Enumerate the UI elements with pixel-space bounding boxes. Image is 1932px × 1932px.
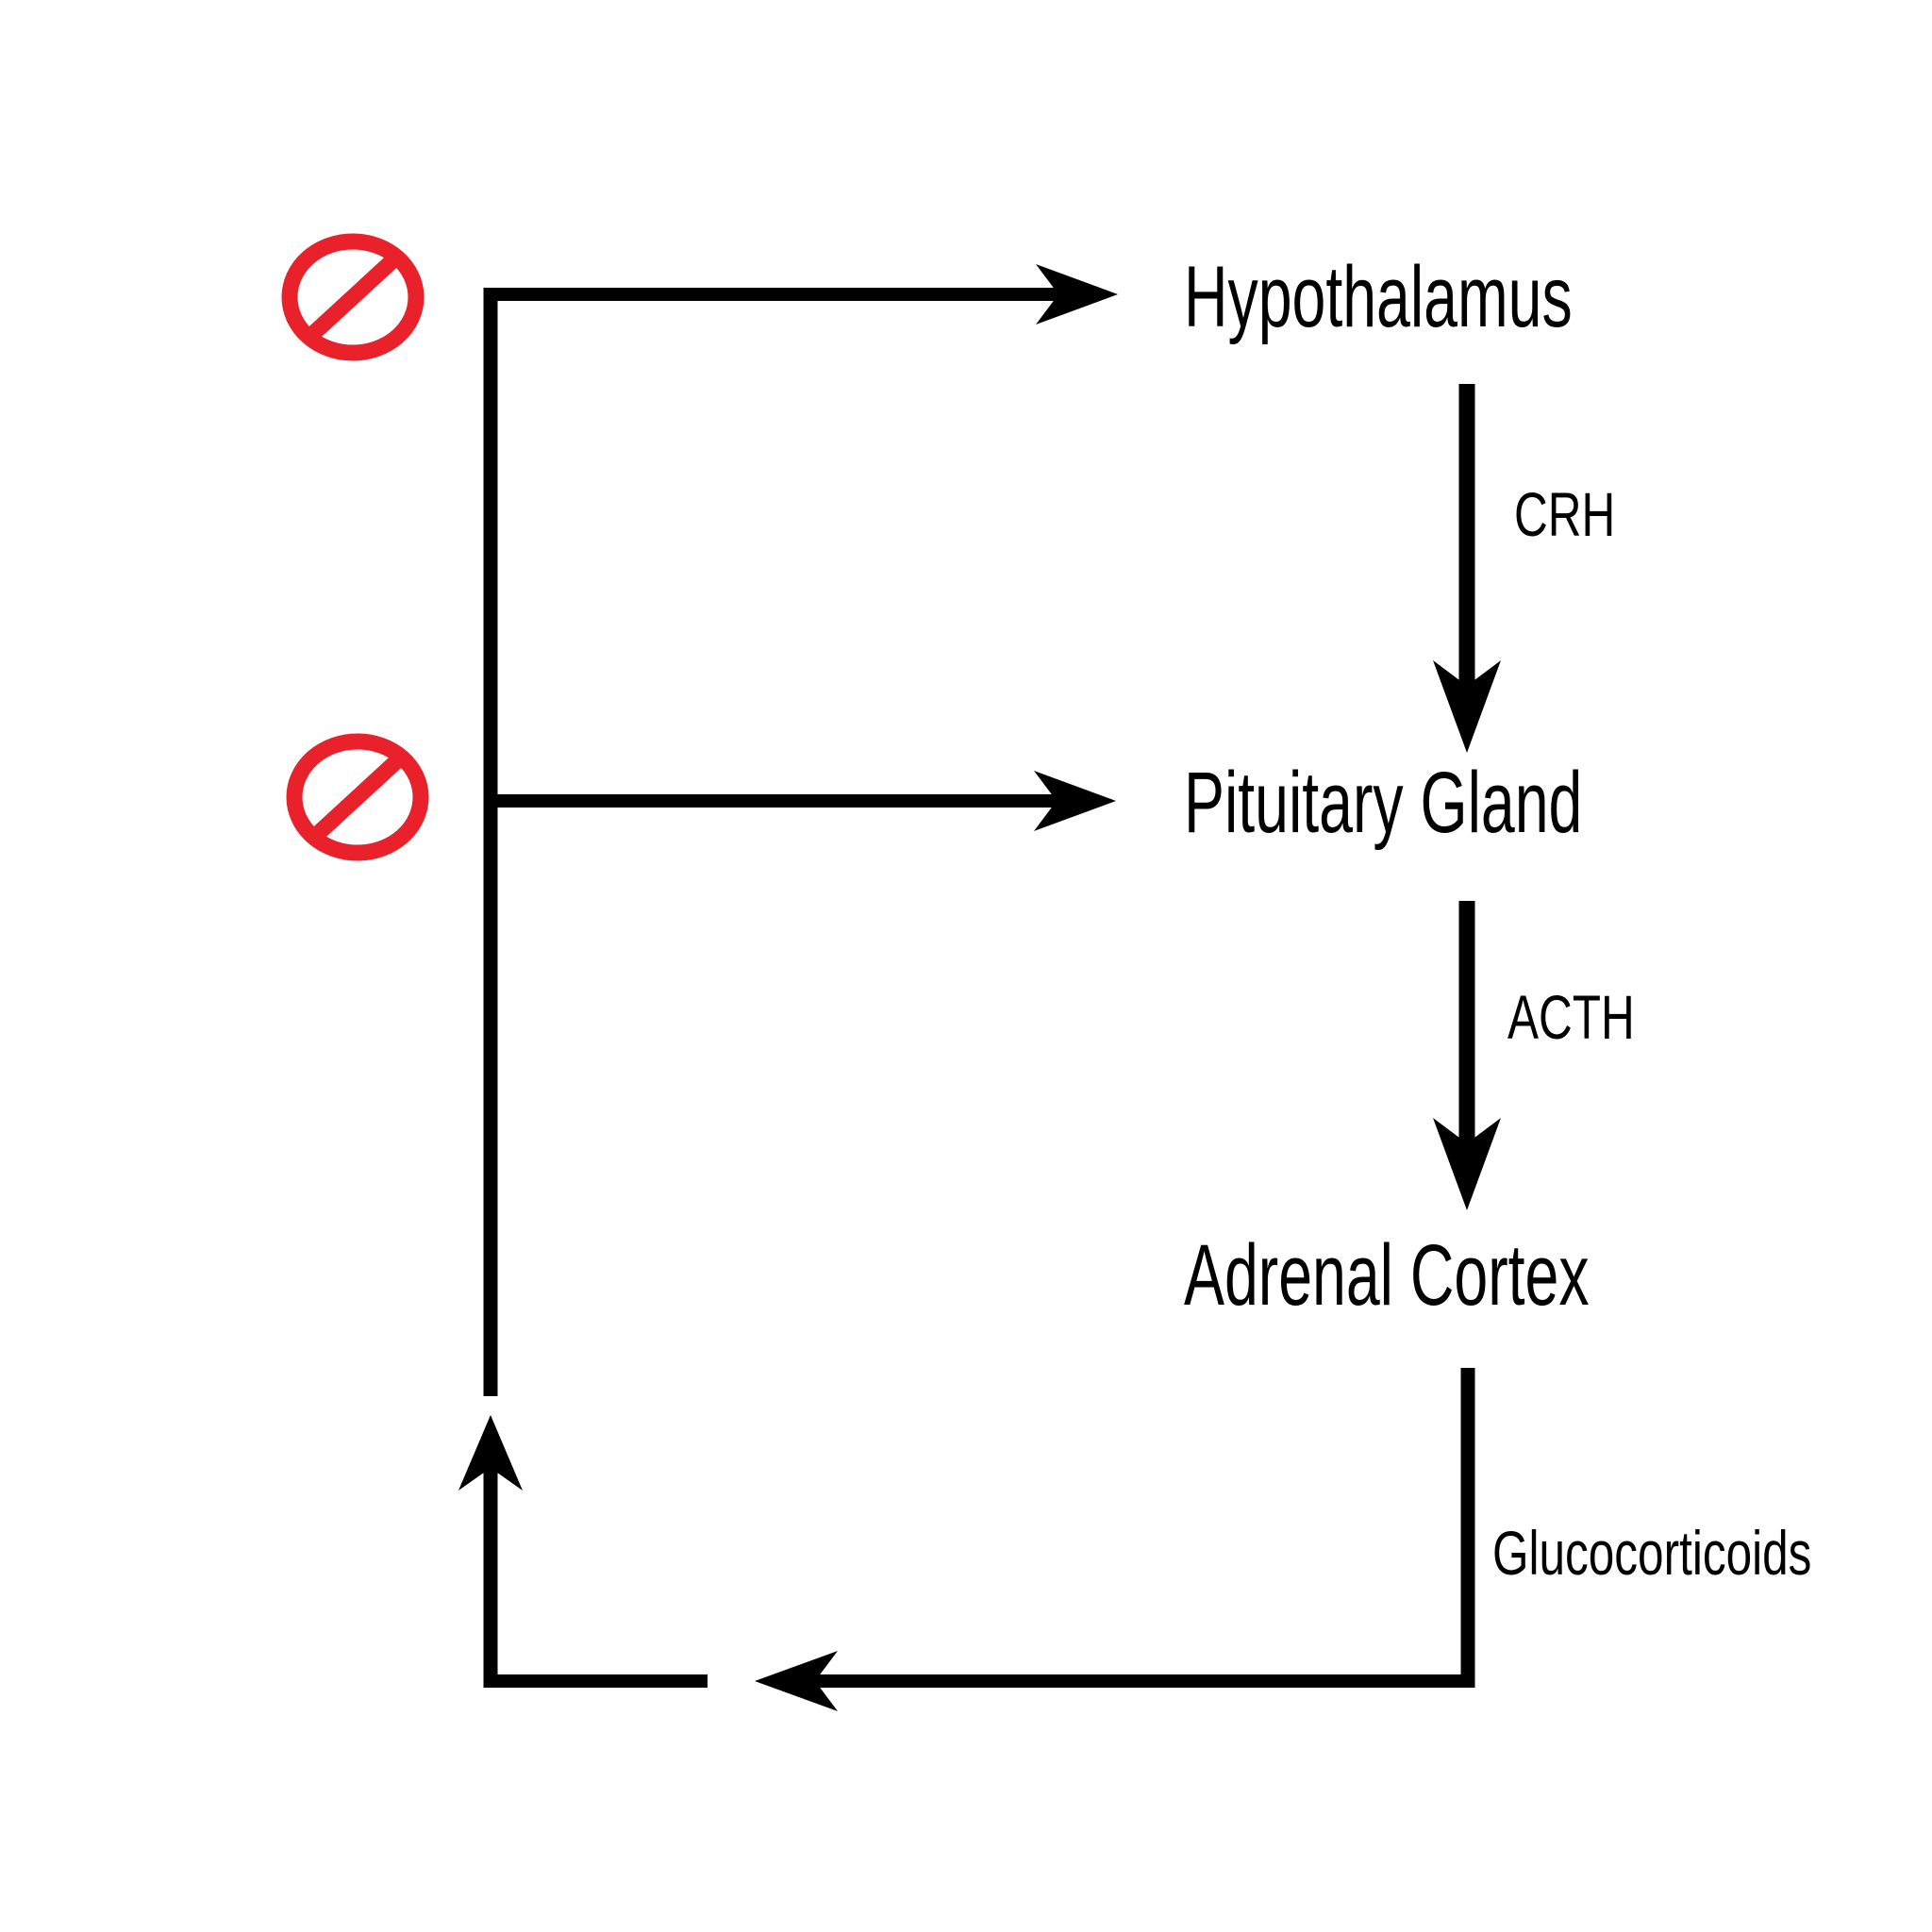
feedback-left-arrowhead-icon xyxy=(755,1651,838,1711)
edge-label-acth: ACTH xyxy=(1507,982,1635,1052)
inhibit-pituitary-arrowhead-icon xyxy=(1034,771,1116,831)
acth-arrowhead-icon xyxy=(1433,1118,1501,1210)
edge-label-glucocorticoids: Glucocorticoids xyxy=(1492,1518,1812,1588)
node-label-adrenal-cortex: Adrenal Cortex xyxy=(1184,1227,1590,1324)
edge-label-crh: CRH xyxy=(1514,479,1616,549)
inhibit-hypothalamus-arrowhead-icon xyxy=(1036,264,1118,325)
node-label-hypothalamus: Hypothalamus xyxy=(1184,249,1573,345)
no-symbol-icon-hypothalamus xyxy=(281,233,425,361)
no-symbol-icon-pituitary xyxy=(286,733,429,861)
crh-arrowhead-icon xyxy=(1433,660,1501,753)
feedback-up-arrowhead-icon xyxy=(458,1415,523,1491)
node-label-pituitary-gland: Pituitary Gland xyxy=(1184,755,1583,851)
